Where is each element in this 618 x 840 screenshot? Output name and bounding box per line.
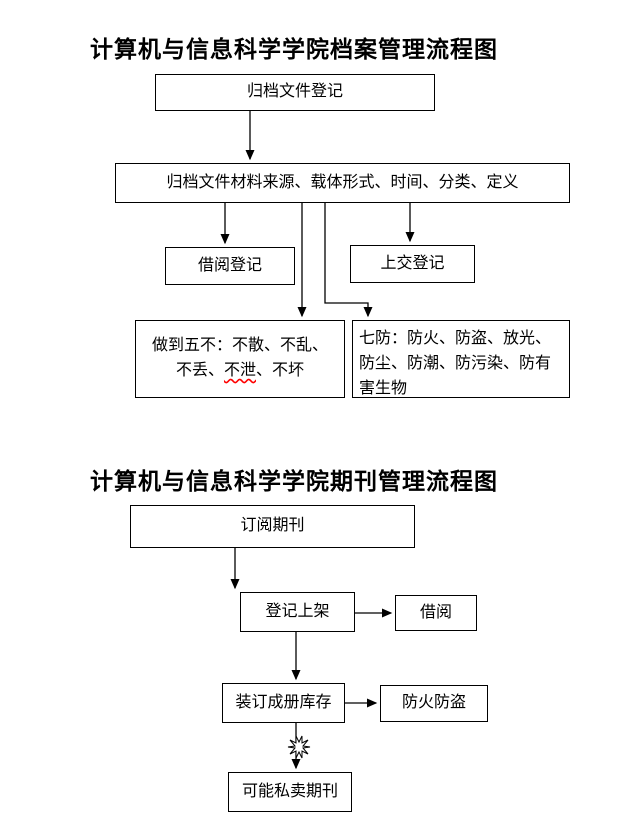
node-archive-register-label: 归档文件登记 [246, 83, 343, 101]
five-no-line2a: 不丢、 [175, 362, 224, 379]
node-borrow-label: 借阅 [419, 603, 452, 621]
node-fire-theft: 防火防盗 [380, 685, 488, 722]
node-shelve-label: 登记上架 [265, 602, 330, 620]
node-submit-register: 上交登记 [350, 245, 475, 283]
node-private-sale: 可能私卖期刊 [228, 772, 352, 812]
node-private-sale-label: 可能私卖期刊 [241, 782, 338, 800]
node-subscribe-label: 订阅期刊 [240, 517, 305, 535]
node-borrow: 借阅 [395, 595, 477, 631]
node-five-no-label: 做到五不：不散、不乱、 不丢、不泄、不坏 [152, 334, 328, 384]
five-no-line2c: 、不坏 [256, 362, 305, 379]
burst-icon [287, 735, 311, 759]
node-bind-stock: 装订成册库存 [222, 683, 345, 723]
node-seven-prevent-label: 七防：防火、防盗、放光、防尘、防潮、防污染、防有害生物 [359, 330, 552, 397]
node-archive-materials-label: 归档文件材料来源、载体形式、时间、分类、定义 [166, 173, 519, 191]
spellcheck-underline: 不泄 [223, 362, 256, 379]
node-shelve: 登记上架 [240, 592, 355, 632]
node-archive-register: 归档文件登记 [155, 74, 435, 111]
node-fire-theft-label: 防火防盗 [401, 694, 466, 712]
archive-flowchart-title: 计算机与信息科学学院档案管理流程图 [90, 37, 498, 62]
node-archive-materials: 归档文件材料来源、载体形式、时间、分类、定义 [115, 163, 570, 203]
node-borrow-register-label: 借阅登记 [197, 256, 262, 274]
node-subscribe: 订阅期刊 [130, 505, 415, 548]
node-borrow-register: 借阅登记 [165, 247, 295, 285]
node-five-no: 做到五不：不散、不乱、 不丢、不泄、不坏 [135, 320, 345, 398]
periodical-flowchart-title: 计算机与信息科学学院期刊管理流程图 [90, 469, 498, 494]
node-seven-prevent: 七防：防火、防盗、放光、防尘、防潮、防污染、防有害生物 [352, 320, 570, 398]
node-bind-stock-label: 装订成册库存 [235, 693, 332, 711]
node-submit-register-label: 上交登记 [380, 254, 445, 272]
five-no-line1: 做到五不：不散、不乱、 [151, 337, 328, 355]
